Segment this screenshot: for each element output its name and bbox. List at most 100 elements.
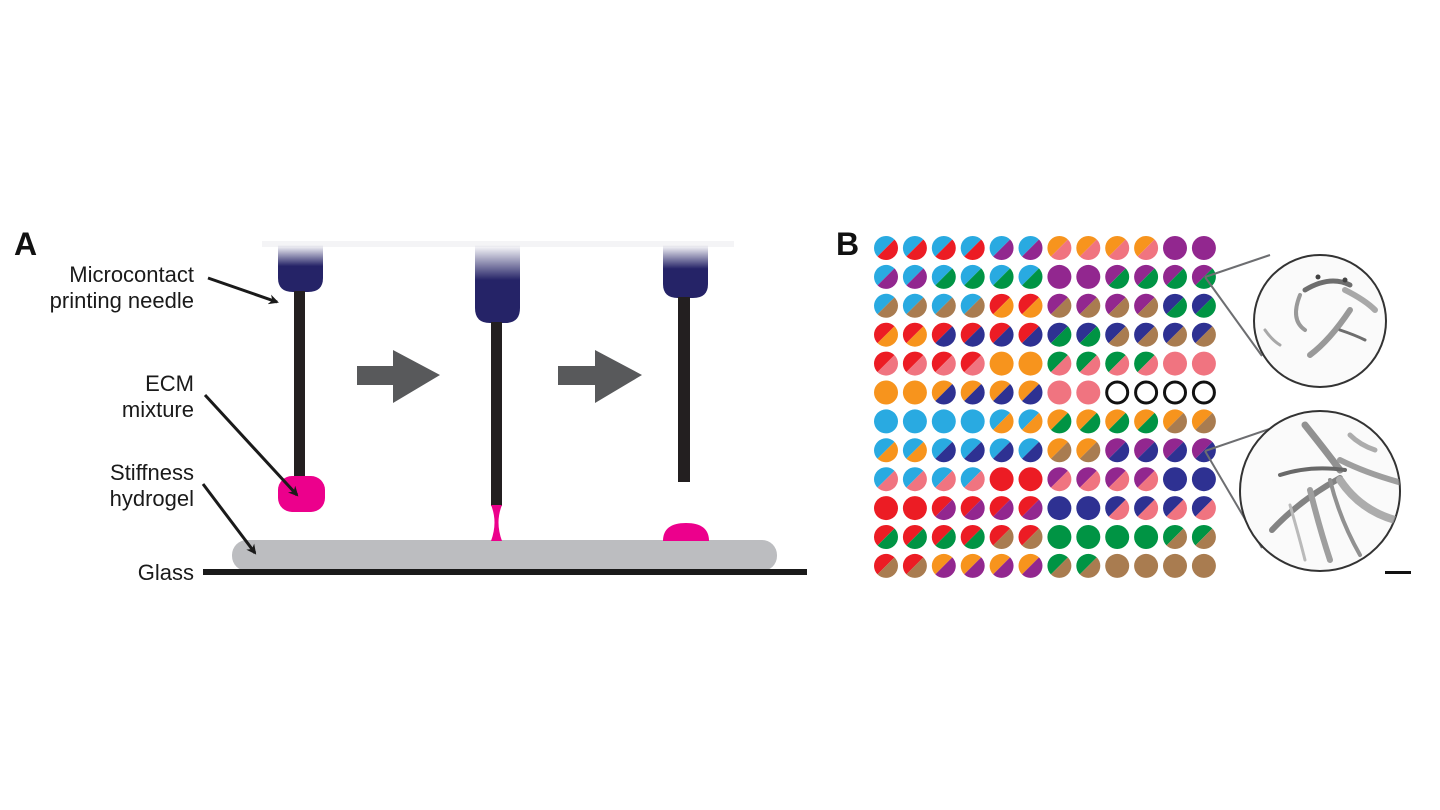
spot-half-red xyxy=(902,322,924,344)
spot-half-red xyxy=(1018,322,1039,344)
spot-brown xyxy=(1105,553,1130,578)
spot-half-cyan xyxy=(960,293,982,315)
spot-half-green xyxy=(1108,412,1130,434)
spot-half-purple xyxy=(906,268,927,289)
label-needle: Microcontact printing needle xyxy=(0,262,194,314)
spot-half-red xyxy=(931,322,953,344)
spot-half-pink xyxy=(1166,499,1187,521)
spot-half-orange xyxy=(1018,380,1039,401)
grid-spot xyxy=(1018,293,1043,318)
spot-half-orange xyxy=(989,380,1011,401)
spot-navy xyxy=(1163,467,1187,492)
grid-spot xyxy=(1191,496,1216,521)
grid-spot xyxy=(931,351,956,376)
spot-half-brown xyxy=(1079,557,1101,578)
spot-half-orange xyxy=(906,441,927,463)
spot-half-cyan xyxy=(989,236,1011,257)
spot-half-navy xyxy=(964,441,985,463)
spot-half-brown xyxy=(964,297,985,318)
spot-brown xyxy=(1191,553,1216,578)
spot-half-navy xyxy=(935,441,956,463)
grid-spot xyxy=(874,438,898,463)
spot-half-orange xyxy=(877,326,898,347)
grid-spot xyxy=(1105,438,1130,463)
spot-cyan xyxy=(960,409,985,434)
needle-1 xyxy=(278,245,325,512)
spot-half-pink xyxy=(877,355,898,376)
grid-spot xyxy=(1191,293,1216,318)
spot-half-brown xyxy=(1079,441,1101,463)
grid-spot xyxy=(874,553,898,578)
grid-spot xyxy=(874,236,899,261)
spot-half-navy xyxy=(993,441,1014,463)
spot-half-purple xyxy=(964,557,985,578)
spot-half-navy xyxy=(935,384,956,405)
spot-half-cyan xyxy=(874,236,895,257)
spot-half-navy xyxy=(1022,326,1043,347)
spot-half-brown xyxy=(993,528,1014,549)
grid-spot xyxy=(1105,409,1130,434)
spot-half-brown xyxy=(906,297,927,318)
spot-half-purple xyxy=(1022,239,1043,260)
spot-half-orange xyxy=(1163,409,1184,430)
spot-half-red xyxy=(877,239,899,261)
grid-spot xyxy=(1018,553,1043,578)
spot-half-cyan xyxy=(931,264,953,286)
grid-spot xyxy=(960,351,985,376)
grid-spot xyxy=(902,235,927,260)
spot-half-cyan xyxy=(960,264,982,286)
spot-half-purple xyxy=(1134,467,1155,488)
grid-spot xyxy=(874,351,898,376)
grid-spot xyxy=(1134,236,1159,261)
spot-half-red xyxy=(931,524,953,546)
spot-half-navy xyxy=(1191,322,1213,344)
spot-half-cyan xyxy=(1018,235,1039,257)
spot-half-pink xyxy=(1079,355,1101,376)
spot-half-cyan xyxy=(1018,409,1039,430)
spot-orange xyxy=(902,380,927,405)
spot-half-cyan xyxy=(931,438,953,459)
grid-spot xyxy=(1076,496,1101,521)
spot-half-green xyxy=(1105,351,1126,373)
grid-spot xyxy=(1047,525,1072,549)
spot-red xyxy=(874,496,898,521)
spot-half-navy xyxy=(964,326,985,347)
spot-half-green xyxy=(964,528,985,549)
grid-spot xyxy=(1018,496,1043,521)
spot-navy xyxy=(1047,496,1072,521)
spot-half-orange xyxy=(993,412,1014,434)
spot-half-cyan xyxy=(1018,264,1039,286)
grid-spot xyxy=(874,293,898,318)
grid-spot xyxy=(931,496,956,521)
label-hydrogel-line2: hydrogel xyxy=(109,486,194,511)
grid-spot xyxy=(931,524,956,549)
spot-half-purple xyxy=(1022,499,1043,521)
grid-spot xyxy=(1163,322,1187,347)
grid-spot xyxy=(931,264,956,289)
spot-half-orange xyxy=(1076,438,1097,459)
spot-pink xyxy=(1076,380,1101,405)
spot-half-orange xyxy=(1047,236,1068,257)
spot-half-orange xyxy=(1134,236,1155,257)
grid-spot xyxy=(874,322,898,347)
spot-half-cyan xyxy=(989,409,1011,430)
spot-half-green xyxy=(1022,268,1043,289)
spot-green xyxy=(1047,525,1072,549)
spot-half-red xyxy=(931,496,953,517)
grid-spot xyxy=(931,322,956,347)
grid-spot xyxy=(989,322,1014,347)
grid-spot xyxy=(989,496,1014,521)
spot-half-red xyxy=(960,496,982,517)
spot-half-orange xyxy=(1022,297,1043,318)
grid-spot xyxy=(1047,438,1072,463)
grid-spot xyxy=(989,264,1014,289)
spot-half-cyan xyxy=(902,235,924,257)
spot-half-orange xyxy=(1018,553,1039,575)
spot-half-cyan xyxy=(874,438,895,459)
spot-half-red xyxy=(989,496,1011,517)
spot-half-red xyxy=(902,524,924,546)
inset-image-1 xyxy=(1253,254,1387,388)
spot-half-navy xyxy=(1191,293,1213,315)
grid-spot xyxy=(1076,553,1101,578)
